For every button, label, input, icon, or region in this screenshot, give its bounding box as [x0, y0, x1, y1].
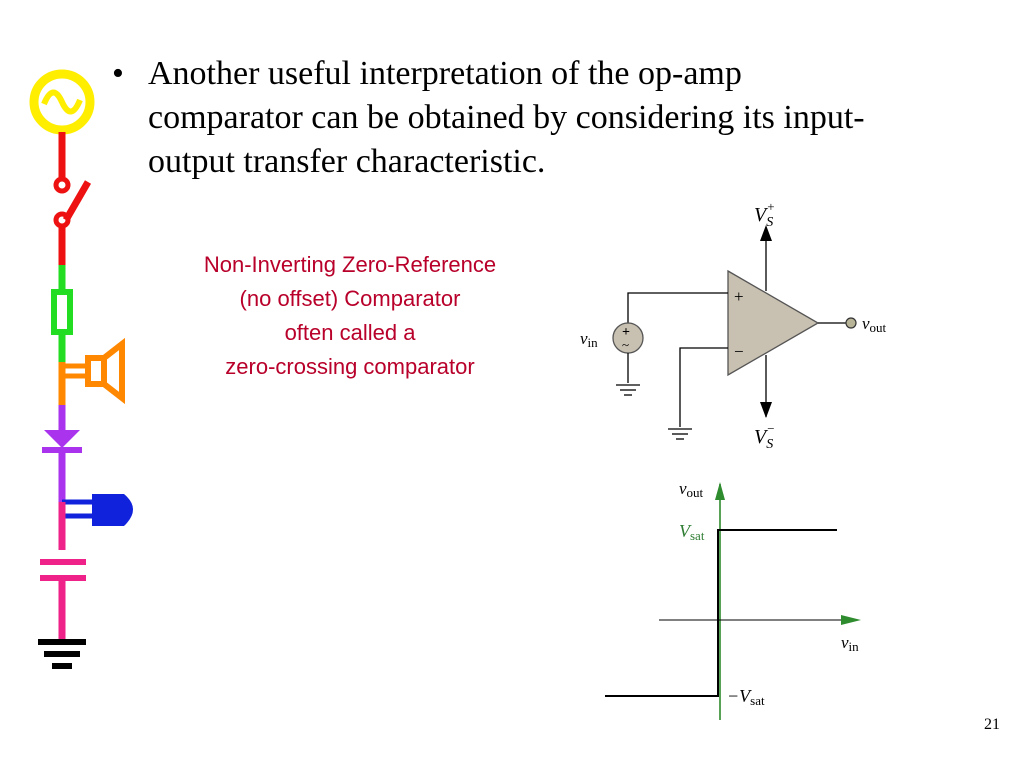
supply-neg-arrow: [760, 355, 772, 418]
comparator-circuit-diagram: VS+ + − VS− vout + ~ vin: [580, 199, 887, 452]
inverting-sign: −: [734, 342, 744, 361]
vsat-high-label: Vsat: [679, 521, 705, 543]
speaker-icon: [58, 337, 125, 405]
svg-text:~: ~: [622, 337, 629, 352]
y-axis: [715, 482, 725, 720]
caption-line: zero-crossing comparator: [225, 354, 475, 379]
caption-line: Non-Inverting Zero-Reference: [203, 252, 497, 277]
bullet-text: Another useful interpretation of the op-…: [148, 55, 865, 180]
transfer-curve: [605, 529, 837, 697]
x-axis: [659, 615, 861, 625]
input-wire: [627, 292, 728, 323]
bullet-marker: •: [112, 55, 124, 92]
capacitor-icon: [40, 559, 86, 640]
supply-neg-label: VS−: [754, 421, 775, 452]
output-label: vout: [862, 314, 887, 335]
input-label: vin: [580, 329, 598, 350]
switch-icon: [53, 132, 92, 265]
ground-symbol: [616, 384, 640, 396]
caption-line: (no offset) Comparator: [239, 286, 461, 311]
transfer-characteristic-plot: vout vin Vsat −Vsat: [605, 479, 861, 720]
vsat-low-label: −Vsat: [727, 686, 765, 708]
decorative-component-strip: [29, 69, 133, 669]
ground-symbol: [668, 428, 692, 440]
svg-text:+: +: [622, 325, 630, 340]
diode-icon: [42, 405, 82, 502]
caption-line: often called a: [284, 320, 416, 345]
voltage-source-icon: + ~: [612, 322, 644, 354]
supply-pos-label: VS+: [754, 199, 775, 230]
inverting-input-wire: [679, 347, 728, 427]
supply-pos-arrow: [760, 225, 772, 291]
page-number: 21: [984, 716, 1000, 733]
ac-source-icon: [29, 69, 95, 135]
noninverting-sign: +: [734, 287, 744, 306]
opamp-triangle: [727, 269, 820, 377]
y-axis-label: vout: [679, 479, 704, 500]
comparator-caption: Non-Inverting Zero-Reference (no offset)…: [150, 248, 550, 384]
ground-icon: [38, 639, 86, 669]
output-terminal: [845, 317, 857, 329]
lamp-icon: [58, 494, 133, 550]
x-axis-label: vin: [841, 633, 859, 654]
fuse-icon: [51, 265, 73, 362]
